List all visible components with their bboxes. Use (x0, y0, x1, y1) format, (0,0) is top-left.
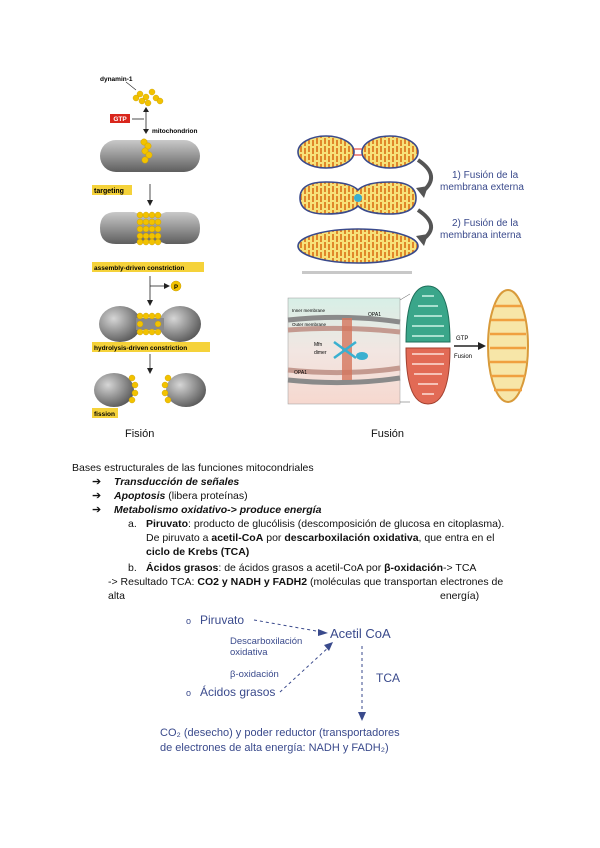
list-item-1: ➔Transducción de señales (92, 476, 240, 488)
result-line: -> Resultado TCA: CO2 y NADH y FADH2 (mo… (108, 576, 504, 588)
fusion-membrane-figure: OPA1 Mfn dimer OPA1 Inner membrane Outer… (287, 285, 529, 405)
svg-text:GTP: GTP (113, 116, 127, 123)
mitochondria-split (94, 373, 206, 407)
acidos-label: Ácidos grasos (200, 684, 275, 699)
metabolism-diagram: o Piruvato o Ácidos grasos Acetil CoA De… (160, 613, 400, 754)
arrow-icon: ➔ (92, 476, 102, 488)
list-item-2: ➔Apoptosis (libera proteínas) (92, 490, 248, 502)
targeting-label: targeting (94, 188, 124, 195)
gtp-badge (110, 114, 130, 123)
bullet-1: o (186, 616, 191, 626)
mfn-label: Mfn (314, 342, 323, 348)
result-line1: CO₂ (desecho) y poder reductor (transpor… (160, 727, 400, 739)
assembly-label: assembly-driven constriction (94, 265, 184, 272)
fission-figure: dynamin-1 GTP mitochondrion targeting as… (92, 76, 210, 418)
result-line2: de electrones de alta energía: NADH y FA… (160, 742, 389, 754)
caption-fusion: Fusión (371, 428, 405, 440)
fusion-step1-line1: 1) Fusión de la (452, 170, 519, 181)
fusion-arrow-label: Fusion (454, 354, 472, 360)
arrow-icon: ➔ (92, 490, 102, 502)
outer-membrane-label: Outer membrane (292, 322, 327, 327)
opa1-top-label: OPA1 (368, 312, 381, 318)
beta-label: β-oxidación (230, 669, 279, 680)
pi-label: P (174, 285, 178, 291)
dynamin-dots (132, 88, 164, 107)
mitochondrion-constricted (99, 306, 201, 342)
dimer-label: dimer (314, 350, 327, 356)
result-energia: energía) (440, 590, 480, 602)
caption-fision: Fisión (125, 428, 155, 440)
arrow-icon: ➔ (92, 504, 102, 516)
fusion-step2-line1: 2) Fusión de la (452, 218, 519, 229)
tca-label: TCA (376, 671, 400, 685)
acetil-label: Acetil CoA (330, 626, 391, 641)
inner-membrane-label: Inner membrane (292, 308, 326, 313)
fusion-step2-line2: membrana interna (440, 230, 522, 241)
gtp-label: GTP (456, 336, 468, 342)
bullet-2: o (186, 688, 191, 698)
fusion-step1-line2: membrana externa (440, 182, 524, 193)
section-heading: Bases estructurales de las funciones mit… (72, 462, 314, 474)
descarb-line2: oxidativa (230, 647, 268, 658)
hydrolysis-label: hydrolysis-driven constriction (94, 345, 187, 352)
opa1-bottom-label: OPA1 (294, 370, 307, 376)
sublist-item-a: a.Piruvato: producto de glucólisis (desc… (128, 518, 505, 558)
piruvato-label: Piruvato (200, 613, 244, 627)
mitochondrion-label: mitochondrion (152, 128, 198, 135)
fission-label: fission (94, 411, 115, 418)
descarb-line1: Descarboxilación (230, 636, 302, 647)
list-item-3: ➔Metabolismo oxidativo-> produce energía (92, 504, 322, 516)
sublist-item-b: b.Ácidos grasos: de ácidos grasos a acet… (128, 562, 477, 574)
result-alta: alta (108, 590, 125, 602)
fusion-steps-figure: 1) Fusión de la membrana externa 2) Fusi… (297, 135, 524, 274)
dynamin-label: dynamin-1 (100, 76, 133, 83)
